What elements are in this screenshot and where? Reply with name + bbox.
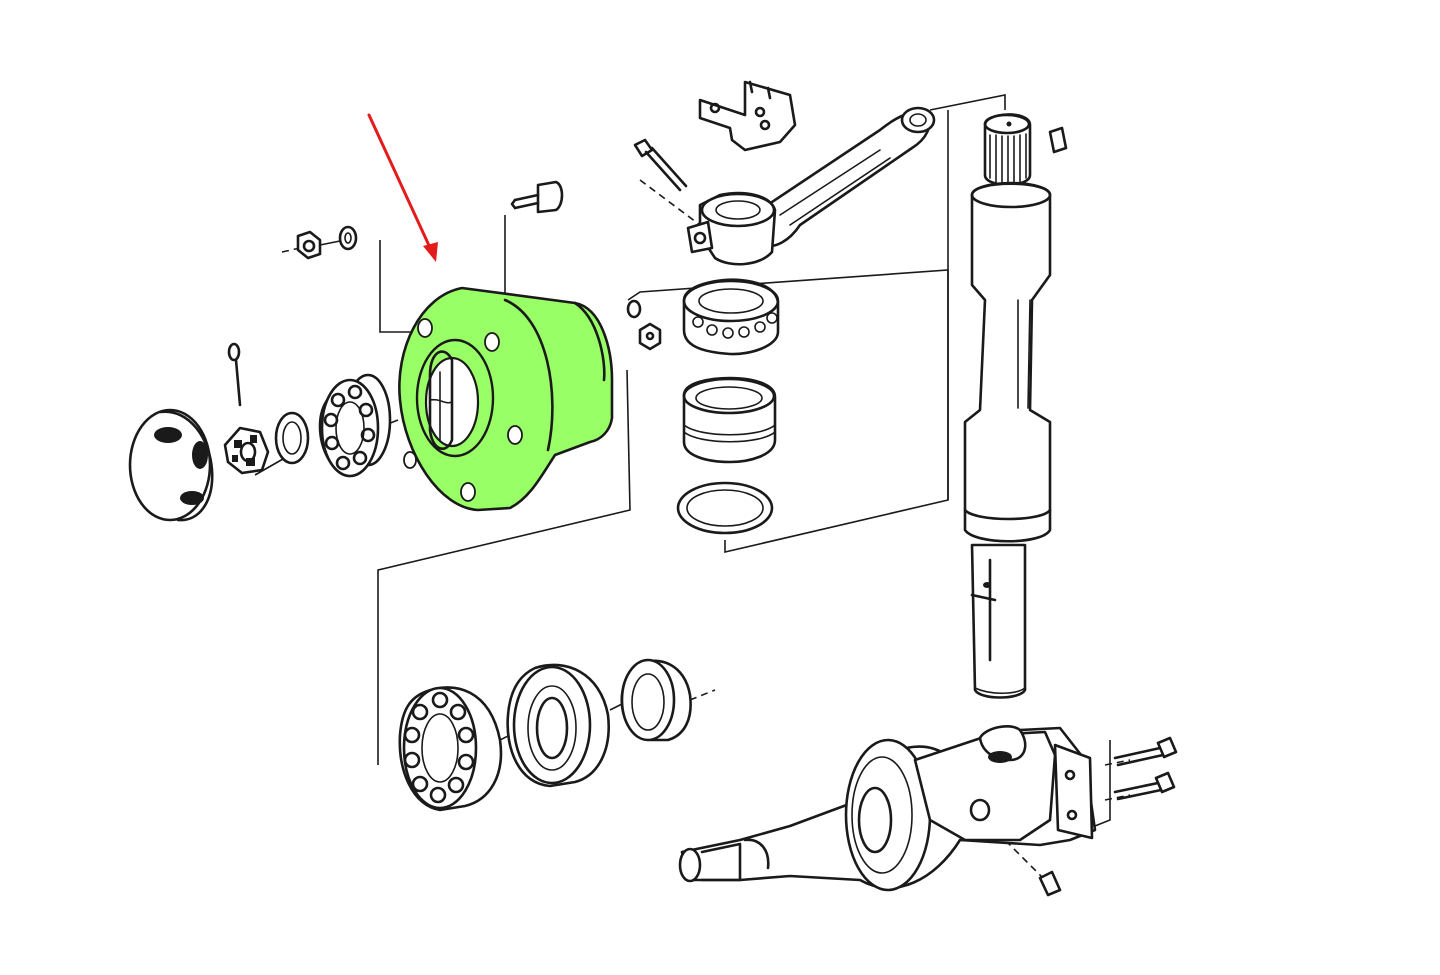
cotter-pin [227, 342, 242, 407]
lock-washer-small [626, 299, 642, 319]
steering-arm [686, 106, 936, 266]
lock-washer [338, 225, 358, 251]
wheel-stud [510, 180, 564, 214]
hex-nut-small [638, 322, 662, 351]
leader-lines [254, 94, 1131, 881]
outer-wheel-bearing [318, 373, 392, 478]
indicator-arrow [367, 113, 438, 262]
bushing [682, 376, 777, 464]
hex-nut [296, 230, 322, 260]
bracket-bolt [633, 138, 688, 192]
clamp-bolts [1113, 736, 1178, 801]
mounting-bracket [698, 80, 797, 152]
castle-nut [223, 426, 270, 475]
thrust-bearing [682, 278, 780, 356]
seal [506, 663, 610, 788]
grease-nipple [1038, 870, 1062, 897]
woodruff-key [1048, 126, 1068, 154]
spacer-ring [620, 658, 692, 742]
inner-wheel-bearing [398, 686, 503, 812]
king-pin [963, 113, 1052, 699]
washer [274, 411, 310, 465]
hub-cap [128, 408, 214, 522]
stub-axle [678, 725, 1097, 892]
o-ring [676, 481, 774, 535]
bearing-balls [692, 312, 778, 339]
wheel-hub [398, 286, 614, 512]
